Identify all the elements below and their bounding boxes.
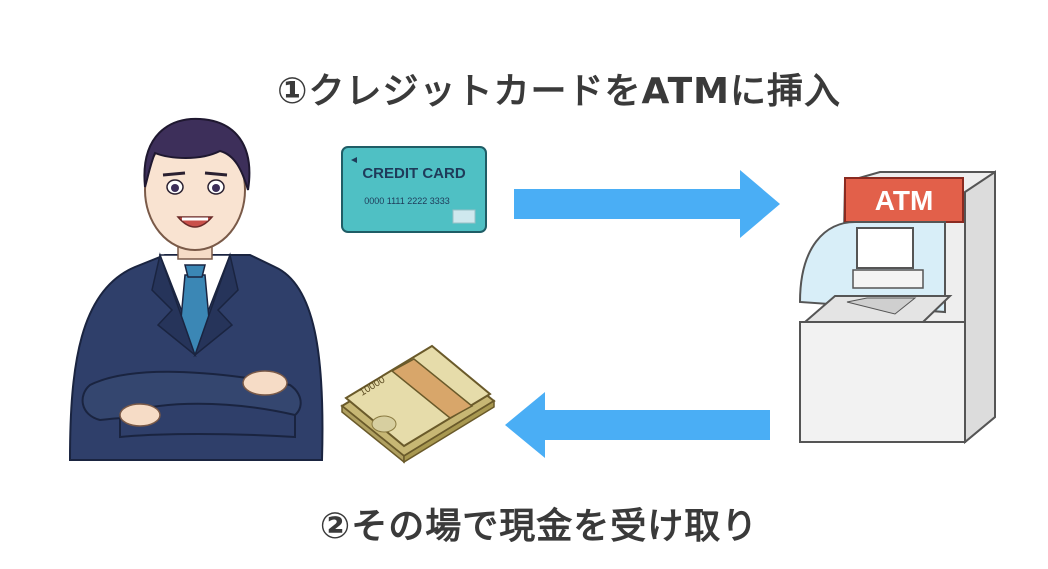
businessman-illustration	[68, 117, 324, 461]
step-1-caption: ①クレジットカードをATMに挿入	[277, 71, 841, 112]
credit-card-icon: CREDIT CARD 0000 1111 2222 3333	[341, 146, 487, 233]
arrow-left-icon	[505, 392, 770, 458]
card-number: 0000 1111 2222 3333	[364, 196, 450, 206]
atm-sign-label: ATM	[875, 185, 934, 216]
card-title: CREDIT CARD	[362, 165, 465, 182]
step-2-caption: ②その場で現金を受け取り	[319, 506, 759, 547]
atm-machine-icon: ATM	[798, 170, 996, 445]
cash-bundle-icon: 10000	[340, 344, 496, 464]
arrow-right-icon	[514, 170, 780, 238]
